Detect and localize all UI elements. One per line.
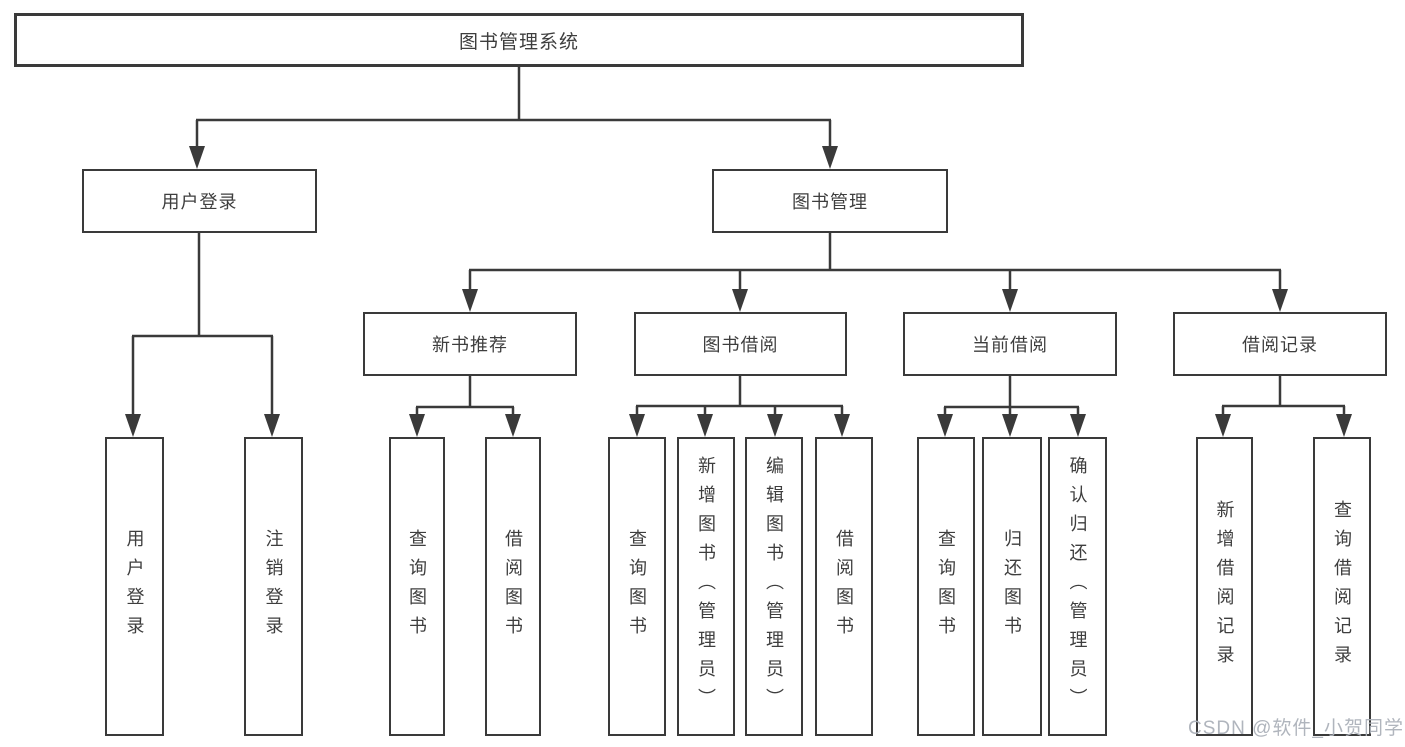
node-book-borrowing: 图书借阅 bbox=[634, 312, 847, 376]
leaf-label: 归还图书 bbox=[1002, 528, 1022, 645]
leaf-label: 借阅图书 bbox=[834, 528, 854, 645]
leaf-label: 新增借阅记录 bbox=[1214, 499, 1235, 674]
node-borrowing-records: 借阅记录 bbox=[1173, 312, 1387, 376]
leaf-edit-book-admin: 编辑图书（管理员） bbox=[745, 437, 803, 736]
leaf-add-book-admin: 新增图书（管理员） bbox=[677, 437, 735, 736]
node-library-management-system: 图书管理系统 bbox=[14, 13, 1024, 67]
leaf-add-borrow-record: 新增借阅记录 bbox=[1196, 437, 1253, 736]
leaf-borrow-book: 借阅图书 bbox=[815, 437, 873, 736]
leaf-label: 查询图书 bbox=[407, 528, 427, 645]
leaf-label: 确认归还（管理员） bbox=[1067, 456, 1088, 717]
leaf-query-borrow-record: 查询借阅记录 bbox=[1313, 437, 1371, 736]
node-current-borrowing: 当前借阅 bbox=[903, 312, 1117, 376]
leaf-label: 用户登录 bbox=[124, 528, 145, 645]
leaf-label: 查询图书 bbox=[627, 528, 647, 645]
leaf-label: 借阅图书 bbox=[503, 528, 523, 645]
leaf-label: 注销登录 bbox=[263, 528, 284, 645]
csdn-watermark: CSDN @软件_小贺同学 bbox=[1188, 718, 1404, 739]
leaf-label: 查询图书 bbox=[936, 528, 956, 645]
node-label: 图书管理 bbox=[792, 192, 868, 212]
node-label: 图书管理系统 bbox=[458, 31, 579, 53]
node-label: 借阅记录 bbox=[1242, 335, 1318, 355]
node-user-login-group: 用户登录 bbox=[82, 169, 317, 233]
leaf-confirm-return-admin: 确认归还（管理员） bbox=[1048, 437, 1107, 736]
leaf-borrow-book-recommend: 借阅图书 bbox=[485, 437, 541, 736]
node-new-book-recommendation: 新书推荐 bbox=[363, 312, 577, 376]
leaf-query-book-current: 查询图书 bbox=[917, 437, 975, 736]
leaf-return-book: 归还图书 bbox=[982, 437, 1042, 736]
node-book-management: 图书管理 bbox=[712, 169, 948, 233]
node-label: 当前借阅 bbox=[972, 335, 1048, 355]
leaf-query-book-recommend: 查询图书 bbox=[389, 437, 445, 736]
leaf-label: 编辑图书（管理员） bbox=[764, 456, 784, 717]
leaf-label: 查询借阅记录 bbox=[1332, 499, 1352, 674]
leaf-logout: 注销登录 bbox=[244, 437, 303, 736]
node-label: 用户登录 bbox=[161, 192, 238, 212]
leaf-query-book-borrow: 查询图书 bbox=[608, 437, 666, 736]
node-label: 新书推荐 bbox=[432, 335, 508, 355]
leaf-user-login: 用户登录 bbox=[105, 437, 164, 736]
node-label: 图书借阅 bbox=[702, 335, 779, 355]
leaf-label: 新增图书（管理员） bbox=[696, 456, 716, 717]
